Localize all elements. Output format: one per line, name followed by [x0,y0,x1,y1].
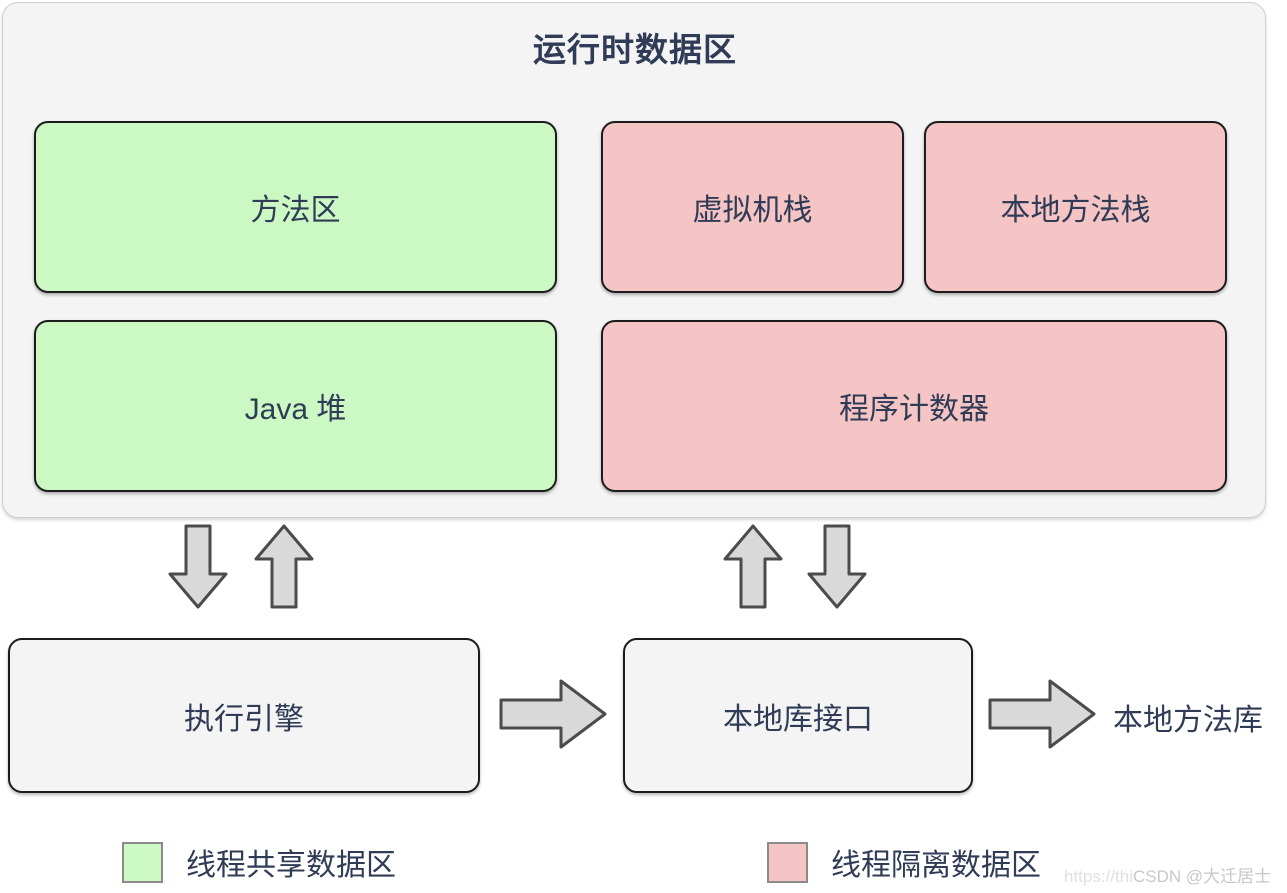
component-native-method-library: 本地方法库 [1113,704,1263,737]
memory-region-native-method-stack: 本地方法栈 [924,121,1227,293]
legend-label-isolated: 线程隔离数据区 [831,849,1041,882]
legend-swatch-pink [767,841,808,883]
memory-region-program-counter: 程序计数器 [601,320,1227,492]
arrow-right-icon-native-iface-to-native-lib [988,679,1096,749]
memory-region-method-area: 方法区 [34,121,557,293]
watermark-author: @大迁居士 [1185,867,1272,886]
watermark: https://thiCSDN @大迁居士 [1064,862,1271,887]
arrow-right-icon-exec-to-native-iface [499,679,607,749]
memory-region-java-heap: Java 堆 [34,320,557,492]
component-execution-engine: 执行引擎 [8,638,480,793]
legend-label-shared: 线程共享数据区 [186,849,396,882]
legend-item-shared: 线程共享数据区 [122,840,396,884]
legend-swatch-green [122,841,163,883]
runtime-data-area-title: 运行时数据区 [533,31,737,68]
legend-item-isolated: 线程隔离数据区 [767,840,1041,884]
watermark-brand: CSDN [1132,867,1182,886]
arrow-up-icon-pc-to-native-iface [723,524,783,609]
watermark-url: https://thi [1064,867,1133,886]
arrow-up-icon-heap-to-exec [254,524,314,609]
memory-region-vm-stack: 虚拟机栈 [601,121,904,293]
arrow-down-icon-native-iface-to-pc [807,524,867,609]
runtime-data-area-container: 运行时数据区 方法区 虚拟机栈 本地方法栈 Java 堆 程序计数器 [2,2,1266,518]
arrow-down-icon-exec-to-heap [168,524,228,609]
component-native-library-interface: 本地库接口 [623,638,973,793]
